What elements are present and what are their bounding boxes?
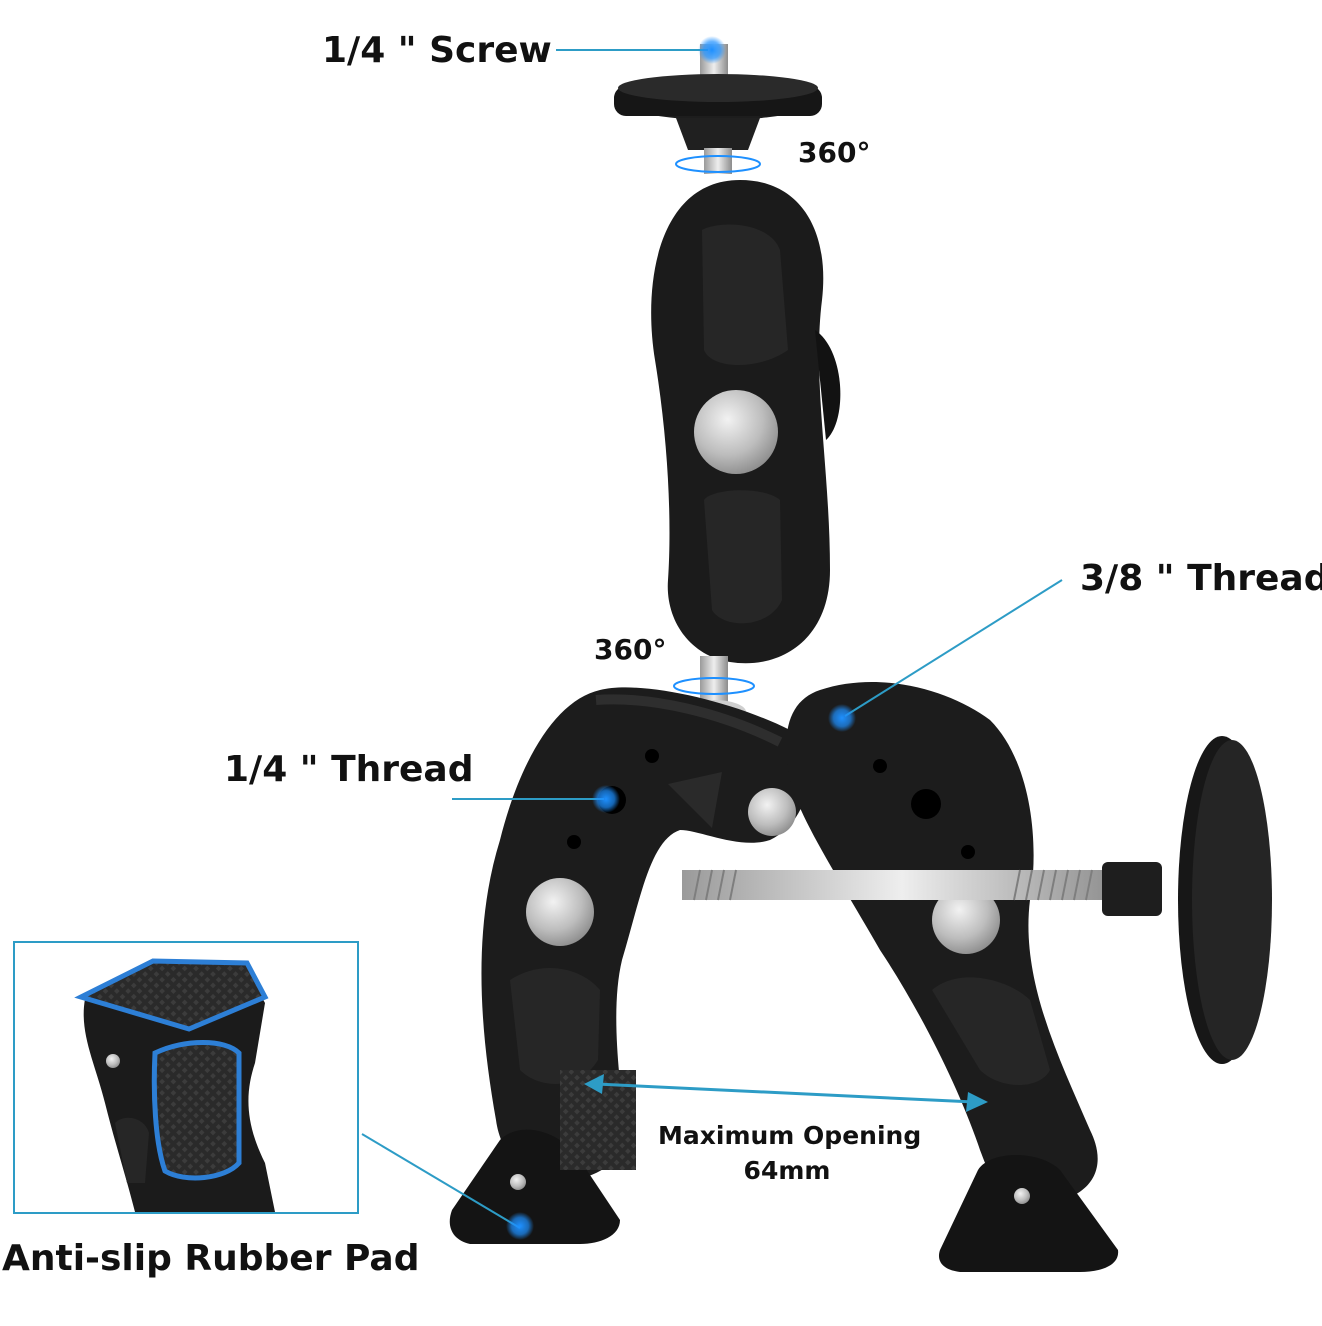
max-opening-title: Maximum Opening — [658, 1121, 922, 1150]
top-mount-plate — [614, 44, 822, 174]
clamp-left-jaw — [449, 687, 809, 1244]
rubber-pad-inset — [13, 941, 359, 1214]
clamp-right-jaw — [786, 681, 1119, 1272]
screw-rod — [682, 869, 1122, 901]
pivot-screw-icon — [748, 788, 796, 836]
right-lock-knob-icon — [932, 886, 1000, 954]
upper-arm — [651, 180, 841, 664]
rotation-arrows — [673, 155, 761, 695]
quarter-inch-thread-label: 1/4 " Thread — [224, 749, 474, 790]
rubber-pad-label: Anti-slip Rubber Pad — [2, 1238, 420, 1279]
tightening-knob — [1102, 736, 1272, 1064]
arm-knob-icon — [694, 390, 778, 474]
callout-lines — [361, 49, 1063, 1229]
rubber-pad-closeup — [74, 958, 275, 1212]
three-eighths-thread-label: 3/8 " Thread — [1080, 558, 1322, 599]
bottom-rotation-label: 360° — [594, 633, 667, 666]
max-opening-value: 64mm — [743, 1156, 831, 1185]
opening-arrow — [584, 1074, 988, 1112]
quarter-inch-screw-label: 1/4 " Screw — [322, 30, 552, 71]
top-rotation-label: 360° — [798, 136, 871, 169]
callout-markers — [506, 36, 856, 1240]
left-lock-knob-icon — [526, 878, 594, 946]
